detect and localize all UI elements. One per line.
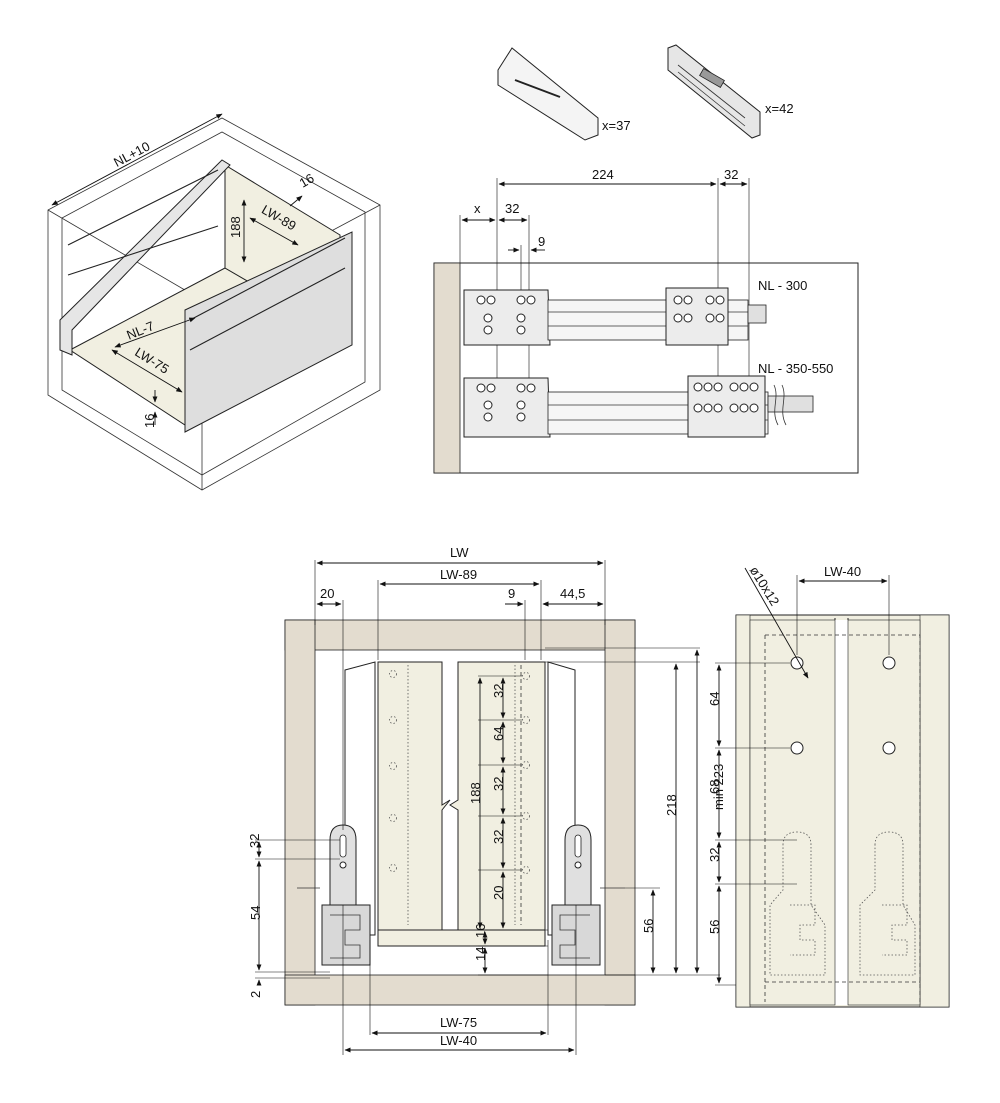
dim-lw-89: LW-89 [440, 567, 477, 582]
dim-center-64: 64 [491, 727, 506, 741]
dim-center-14: 14 [473, 947, 488, 961]
dim-44-5: 44,5 [560, 586, 585, 601]
left-runner [297, 824, 371, 966]
dim-lw-75: LW-75 [440, 1015, 477, 1030]
label-nl-350-550: NL - 350-550 [758, 361, 833, 376]
dim-center-16: 16 [473, 924, 488, 938]
dim-side-32: 32 [707, 848, 722, 862]
back-holes [389, 670, 530, 874]
dim-side-68: 68 [707, 780, 722, 794]
dim-center-188: 188 [468, 782, 483, 804]
dim-center-32a: 32 [491, 684, 506, 698]
runner-outline-right [859, 831, 916, 976]
runner-nl-350-550 [463, 375, 814, 438]
dim-right-56: 56 [641, 919, 656, 933]
dim-iso-16-top: 16 [297, 170, 317, 190]
dim-9-front: 9 [508, 586, 515, 601]
dim-left-32: 32 [247, 834, 262, 848]
dim-lw-40-bottom: LW-40 [440, 1033, 477, 1048]
slide-mount-view: 224 32 x 32 9 NL - 300 [433, 167, 859, 474]
label-nl-300: NL - 300 [758, 278, 807, 293]
dim-center-32b: 32 [491, 777, 506, 791]
dim-center-20: 20 [491, 886, 506, 900]
dim-20-top: 20 [320, 586, 334, 601]
dim-side-lw-40: LW-40 [824, 564, 861, 579]
front-variant-37: x=37 [497, 47, 631, 141]
dim-9-top: 9 [538, 234, 545, 249]
dim-iso-16-bottom: 16 [142, 414, 157, 428]
drawer-front-wall [184, 231, 353, 433]
side-panel-view: LW-40 ø10x12 64 68 32 56 [707, 564, 950, 1008]
dim-side-64: 64 [707, 692, 722, 706]
runner-nl-300 [463, 287, 767, 346]
dim-nl-plus-10: NL+10 [111, 139, 152, 170]
dim-iso-188: 188 [228, 216, 243, 238]
label-x-42: x=42 [765, 101, 794, 116]
dim-lw: LW [450, 545, 469, 560]
dim-x: x [474, 201, 481, 216]
dim-224: 224 [592, 167, 614, 182]
dim-center-32c: 32 [491, 830, 506, 844]
front-variant-42: x=42 [667, 44, 794, 139]
label-x-37: x=37 [602, 118, 631, 133]
dim-32-right: 32 [724, 167, 738, 182]
dim-left-2: 2 [248, 991, 263, 998]
isometric-drawer-view: NL+10 16 LW-89 188 NL-7 LW-75 16 [47, 113, 381, 491]
dim-left-54: 54 [248, 906, 263, 920]
dim-side-56: 56 [707, 920, 722, 934]
dim-right-218: 218 [664, 794, 679, 816]
front-section-view: LW LW-89 20 9 44,5 LW-75 LW-40 32 5 [247, 545, 726, 1055]
runner-outline-left [769, 831, 826, 976]
dim-32-left: 32 [505, 201, 519, 216]
